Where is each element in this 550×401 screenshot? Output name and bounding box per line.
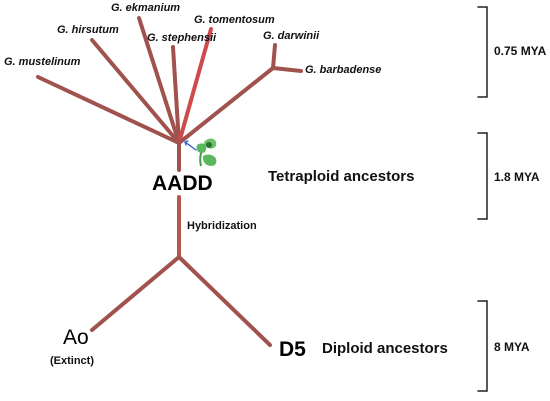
branch-hirsutum <box>90 38 181 145</box>
branch-mustelinum <box>36 75 181 145</box>
branch-tomentosum <box>177 27 213 145</box>
label-g-stephensii: G. stephensii <box>147 32 217 44</box>
label-tetraploid-ancestors: Tetraploid ancestors <box>268 168 415 185</box>
label-g-ekmanium: G. ekmanium <box>111 2 181 14</box>
label-time-1-8: 1.8 MYA <box>494 170 540 184</box>
label-g-barbadense: G. barbadense <box>305 64 382 76</box>
arrow-line <box>184 141 197 151</box>
branch-stephensii <box>171 45 181 145</box>
branch-d5 <box>177 255 272 347</box>
label-g-mustelinum: G. mustelinum <box>4 56 81 68</box>
branch-darwinii-barbadense <box>177 66 275 145</box>
label-hybridization: Hybridization <box>187 220 257 232</box>
label-time-0-75: 0.75 MYA <box>494 44 547 58</box>
bracket-middle <box>477 132 488 220</box>
branch-ekmanium <box>137 16 181 145</box>
label-time-8: 8 MYA <box>494 340 530 354</box>
label-g-hirsutum: G. hirsutum <box>57 24 119 36</box>
arrow-head <box>184 140 189 146</box>
branch-darwinii <box>271 43 277 70</box>
label-aadd: AADD <box>152 172 213 195</box>
bracket-top <box>477 6 488 98</box>
branch-ao <box>90 255 181 332</box>
branch-barbadense <box>271 66 303 73</box>
label-diploid-ancestors: Diploid ancestors <box>322 340 448 357</box>
label-ao: Ao <box>63 326 89 349</box>
cotton-plant-icon <box>196 138 217 167</box>
label-g-tomentosum: G. tomentosum <box>194 14 275 26</box>
label-d5: D5 <box>279 338 306 361</box>
bracket-bottom <box>477 300 488 392</box>
label-extinct: (Extinct) <box>50 355 94 367</box>
label-g-darwinii: G. darwinii <box>263 30 320 42</box>
